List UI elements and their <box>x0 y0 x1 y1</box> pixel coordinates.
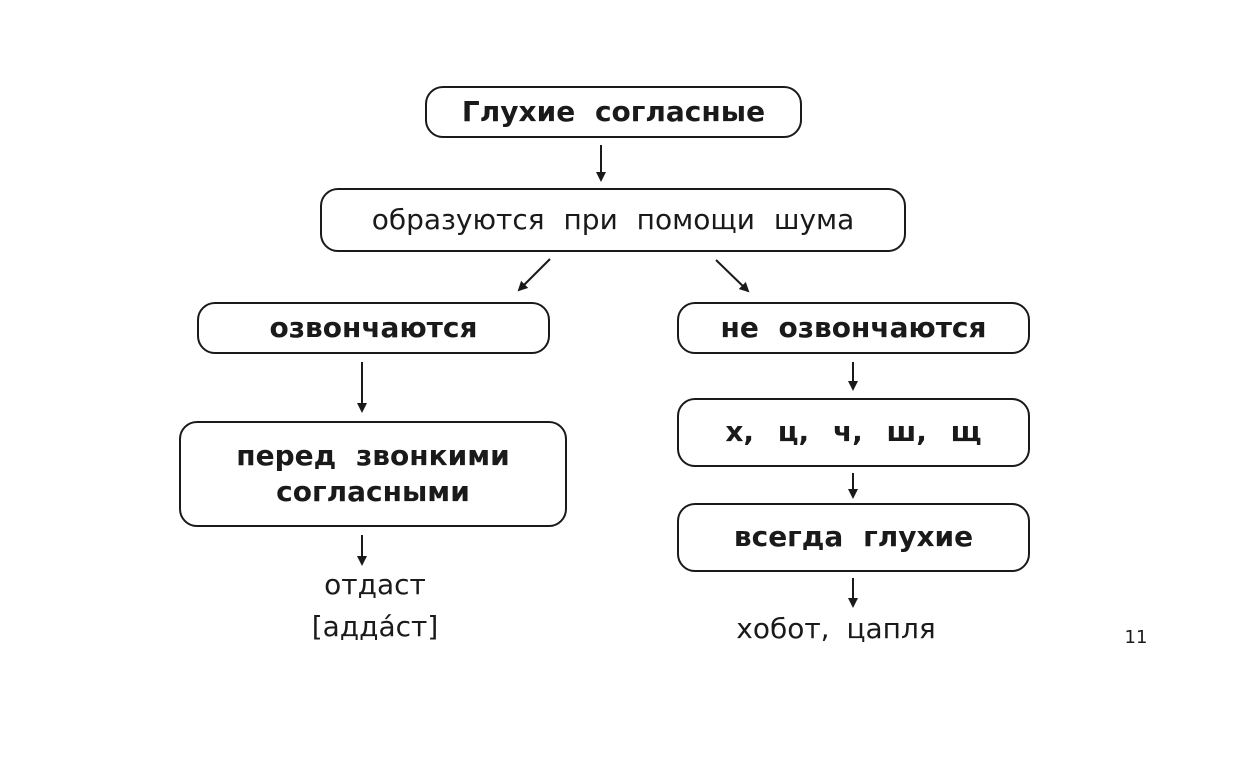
condition-line-1: перед звонкими <box>236 438 510 472</box>
page-number: 11 <box>1124 627 1148 648</box>
letters-box: х, ц, ч, ш, щ <box>677 398 1030 467</box>
left-condition-box: перед звонкими согласными <box>179 421 567 527</box>
right-examples: хобот, цапля <box>736 612 936 645</box>
rule-box: всегда глухие <box>677 503 1030 572</box>
arrow-to-right <box>715 259 750 293</box>
example-transcription: [аддáст] <box>311 610 439 643</box>
left-heading-box: озвончаются <box>197 302 550 354</box>
right-heading-box: не озвончаются <box>677 302 1030 354</box>
condition-line-2: согласными <box>276 475 470 508</box>
arrow-to-left <box>517 258 551 292</box>
formation-box: образуются при помощи шума <box>320 188 906 252</box>
example-word: отдаст <box>324 568 426 601</box>
title-box: Глухие согласные <box>425 86 802 138</box>
